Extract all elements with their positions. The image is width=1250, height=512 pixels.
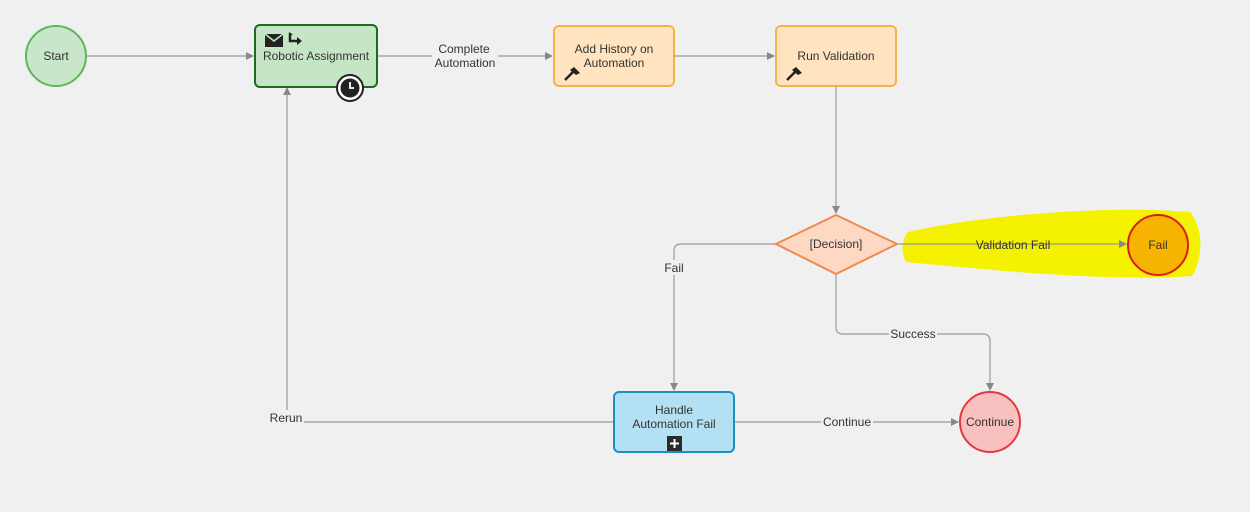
edge-rerun[interactable] — [283, 87, 613, 423]
edge-fail[interactable] — [670, 243, 776, 391]
handle-fail-label: Handle Automation Fail — [632, 403, 716, 431]
decision-gateway[interactable]: [Decision] — [773, 213, 900, 276]
edge-label-rerun: Rerun — [270, 411, 303, 425]
run-validation-task[interactable]: Run Validation — [775, 25, 897, 87]
run-validation-label: Run Validation — [797, 49, 875, 63]
plus-icon[interactable] — [667, 436, 682, 451]
start-event[interactable]: Start — [25, 25, 87, 87]
handle-automation-fail-subprocess[interactable]: Handle Automation Fail — [613, 391, 735, 453]
envelope-icon — [265, 34, 283, 47]
hammer-icon — [786, 67, 802, 81]
robotic-label: Robotic Assignment — [262, 49, 370, 63]
add-history-task[interactable]: Add History on Automation — [553, 25, 675, 87]
edge-label-fail: Fail — [664, 261, 683, 275]
edge-label-success: Success — [890, 327, 935, 341]
fail-end-label: Fail — [1148, 238, 1168, 252]
continue-end-event[interactable]: Continue — [959, 391, 1021, 453]
edge-label-validation-fail: Validation Fail — [976, 238, 1050, 252]
fail-end-event[interactable]: Fail — [1127, 214, 1189, 276]
edge-label-continue: Continue — [823, 415, 871, 429]
start-label: Start — [43, 49, 69, 63]
edge-label-complete-2: Automation — [435, 56, 496, 70]
robotic-assignment-task[interactable]: Robotic Assignment — [254, 24, 378, 88]
timer-icon[interactable] — [335, 73, 365, 103]
continue-end-label: Continue — [965, 415, 1015, 429]
decision-label: [Decision] — [810, 237, 863, 251]
add-history-label: Add History on Automation — [574, 42, 654, 70]
hammer-icon — [564, 67, 580, 81]
edge-label-complete-1: Complete — [438, 42, 490, 56]
route-icon — [288, 32, 302, 45]
